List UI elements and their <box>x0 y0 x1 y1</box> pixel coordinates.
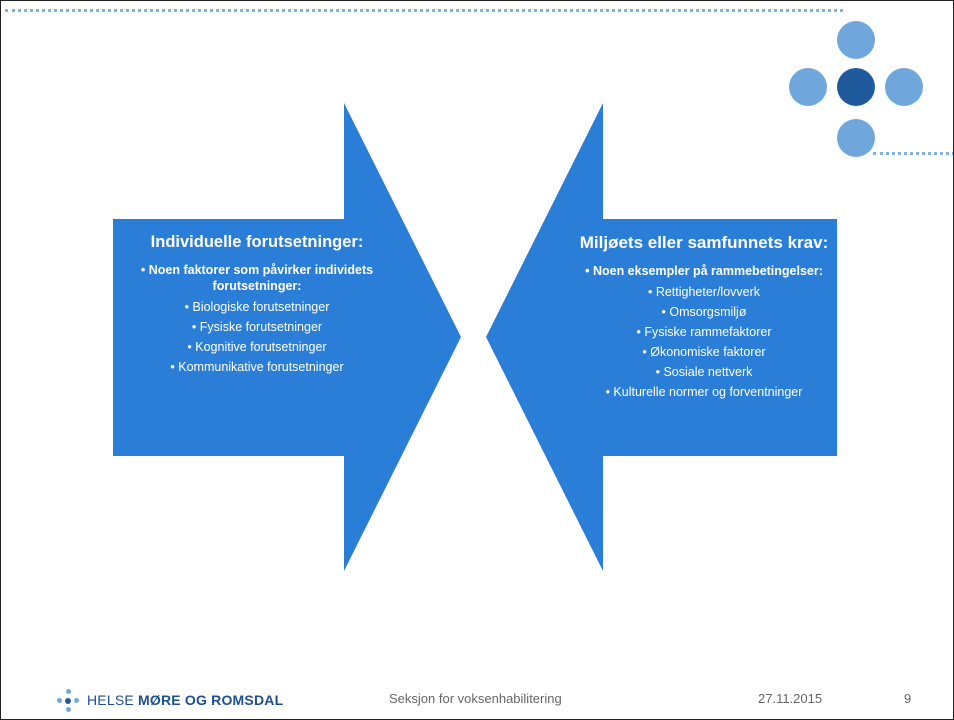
footer-logo: HELSE MØRE OG ROMSDAL <box>57 689 283 712</box>
right-arrow-item: Sosiale nettverk <box>571 362 837 382</box>
logo-text-bold: MØRE OG ROMSDAL <box>138 692 284 708</box>
right-arrow-title: Miljøets eller samfunnets krav: <box>579 233 829 252</box>
left-arrow-lead: Noen faktorer som påvirker individets fo… <box>113 262 401 294</box>
right-arrow-list: Noen eksempler på rammebetingelser: Rett… <box>571 263 837 402</box>
right-arrow-item: Kulturelle normer og forventninger <box>571 382 837 402</box>
right-arrow-lead: Noen eksempler på rammebetingelser: <box>571 263 837 279</box>
left-arrow-item: Biologiske forutsetninger <box>113 297 401 317</box>
left-arrow-item: Fysiske forutsetninger <box>113 317 401 337</box>
right-arrow-content: Miljøets eller samfunnets krav: Noen eks… <box>571 233 837 402</box>
decor-circle-top <box>837 21 875 59</box>
left-arrow-content: Individuelle forutsetninger: Noen faktor… <box>113 233 401 377</box>
side-dotted-line <box>873 152 953 155</box>
left-arrow-item: Kommunikative forutsetninger <box>113 357 401 377</box>
decor-circle-right <box>885 68 923 106</box>
footer-section: Seksjon for voksenhabilitering <box>389 691 562 706</box>
logo-text: HELSE MØRE OG ROMSDAL <box>87 692 283 708</box>
decor-circle-bottom <box>837 119 875 157</box>
logo-dots-icon <box>57 689 83 712</box>
right-arrow-item: Fysiske rammefaktorer <box>571 322 837 342</box>
right-arrow-item: Økonomiske faktorer <box>571 342 837 362</box>
logo-text-prefix: HELSE <box>87 692 138 708</box>
left-arrow-title: Individuelle forutsetninger: <box>150 233 364 251</box>
left-arrow-item: Kognitive forutsetninger <box>113 337 401 357</box>
right-arrow-item: Rettigheter/lovverk <box>571 282 837 302</box>
decor-circle-center <box>837 68 875 106</box>
footer-page-number: 9 <box>904 691 912 706</box>
footer-date: 27.11.2015 <box>758 691 823 706</box>
right-arrow-item: Omsorgsmiljø <box>571 302 837 322</box>
decor-circle-left <box>789 68 827 106</box>
left-arrow-list: Noen faktorer som påvirker individets fo… <box>113 262 401 377</box>
top-dotted-line <box>5 9 843 12</box>
